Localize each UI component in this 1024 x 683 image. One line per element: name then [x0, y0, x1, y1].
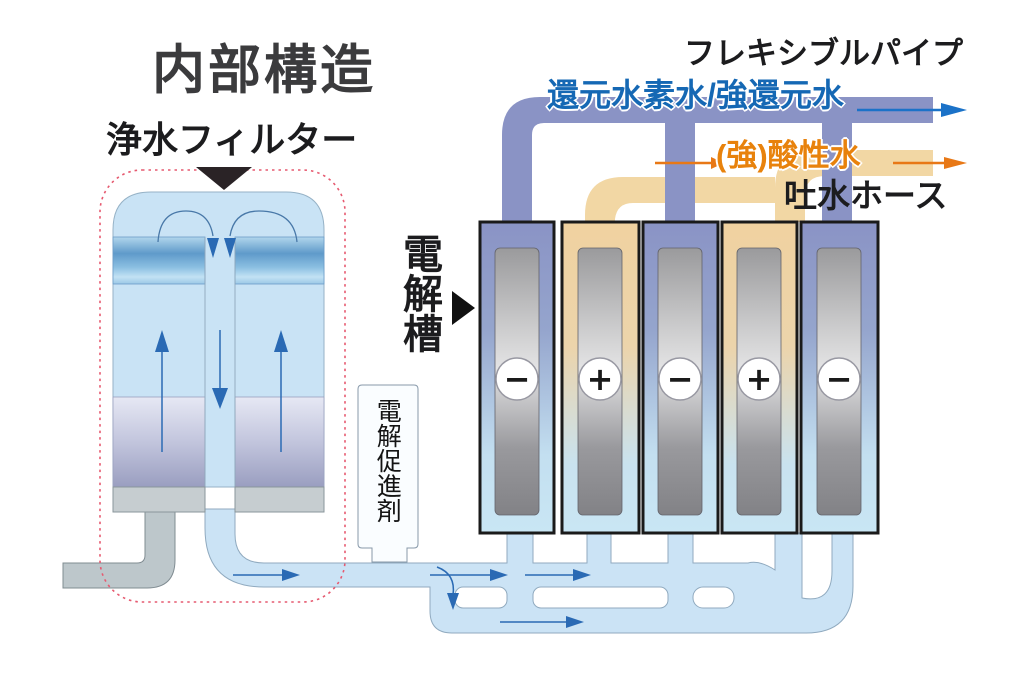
electrolysis-tank: − + − + −	[478, 220, 880, 535]
filter-band-purple-left	[112, 396, 206, 488]
filter-flow-arrows	[157, 210, 298, 243]
acidic-water-label: (強)酸性水	[716, 138, 861, 173]
filter-base-right	[234, 486, 325, 513]
filter-band-blue-left	[112, 236, 206, 285]
electrode-sign-2: +	[587, 360, 614, 398]
pipe-gap-2	[532, 586, 669, 609]
filter-flow-lines	[161, 330, 282, 452]
electrode-sign-5: −	[826, 360, 853, 398]
electrode-sign-3: −	[667, 360, 694, 398]
filter-label: 浄水フィルター	[106, 119, 358, 160]
pipe-gap-3	[692, 586, 735, 609]
flexible-pipe-label: フレキシブルパイプ	[684, 36, 963, 71]
reduced-water-label: 還元水素水/強還元水	[547, 77, 844, 113]
hose-label: 吐水ホース	[784, 177, 948, 214]
electrode-sign-4: +	[746, 360, 773, 398]
filter-flow-arrowheads	[155, 238, 288, 409]
filter-band-purple-right	[234, 396, 325, 488]
inlet-pipe	[62, 511, 176, 589]
reduced-water-arrow	[857, 103, 967, 117]
pipe-gap-1	[454, 586, 508, 609]
filter-label-pointer	[196, 167, 252, 190]
electrode-sign-circles	[495, 357, 861, 401]
promoter-label: 電解促進剤	[373, 398, 402, 523]
electrode-sign-1: −	[504, 360, 531, 398]
bottom-pipe-arrows	[233, 566, 591, 628]
reduced-water-riser-5	[822, 110, 852, 225]
filter-band-blue-right	[234, 236, 325, 285]
purifier-filter	[112, 191, 325, 488]
page-title: 内部構造	[152, 42, 376, 100]
acidic-water-arrow	[655, 157, 967, 169]
promoter-box	[357, 384, 419, 563]
tank-label-pointer	[452, 291, 475, 325]
filter-base-left	[112, 486, 206, 513]
tank-label: 電解槽	[397, 233, 441, 353]
reduced-water-riser-3	[665, 110, 695, 225]
